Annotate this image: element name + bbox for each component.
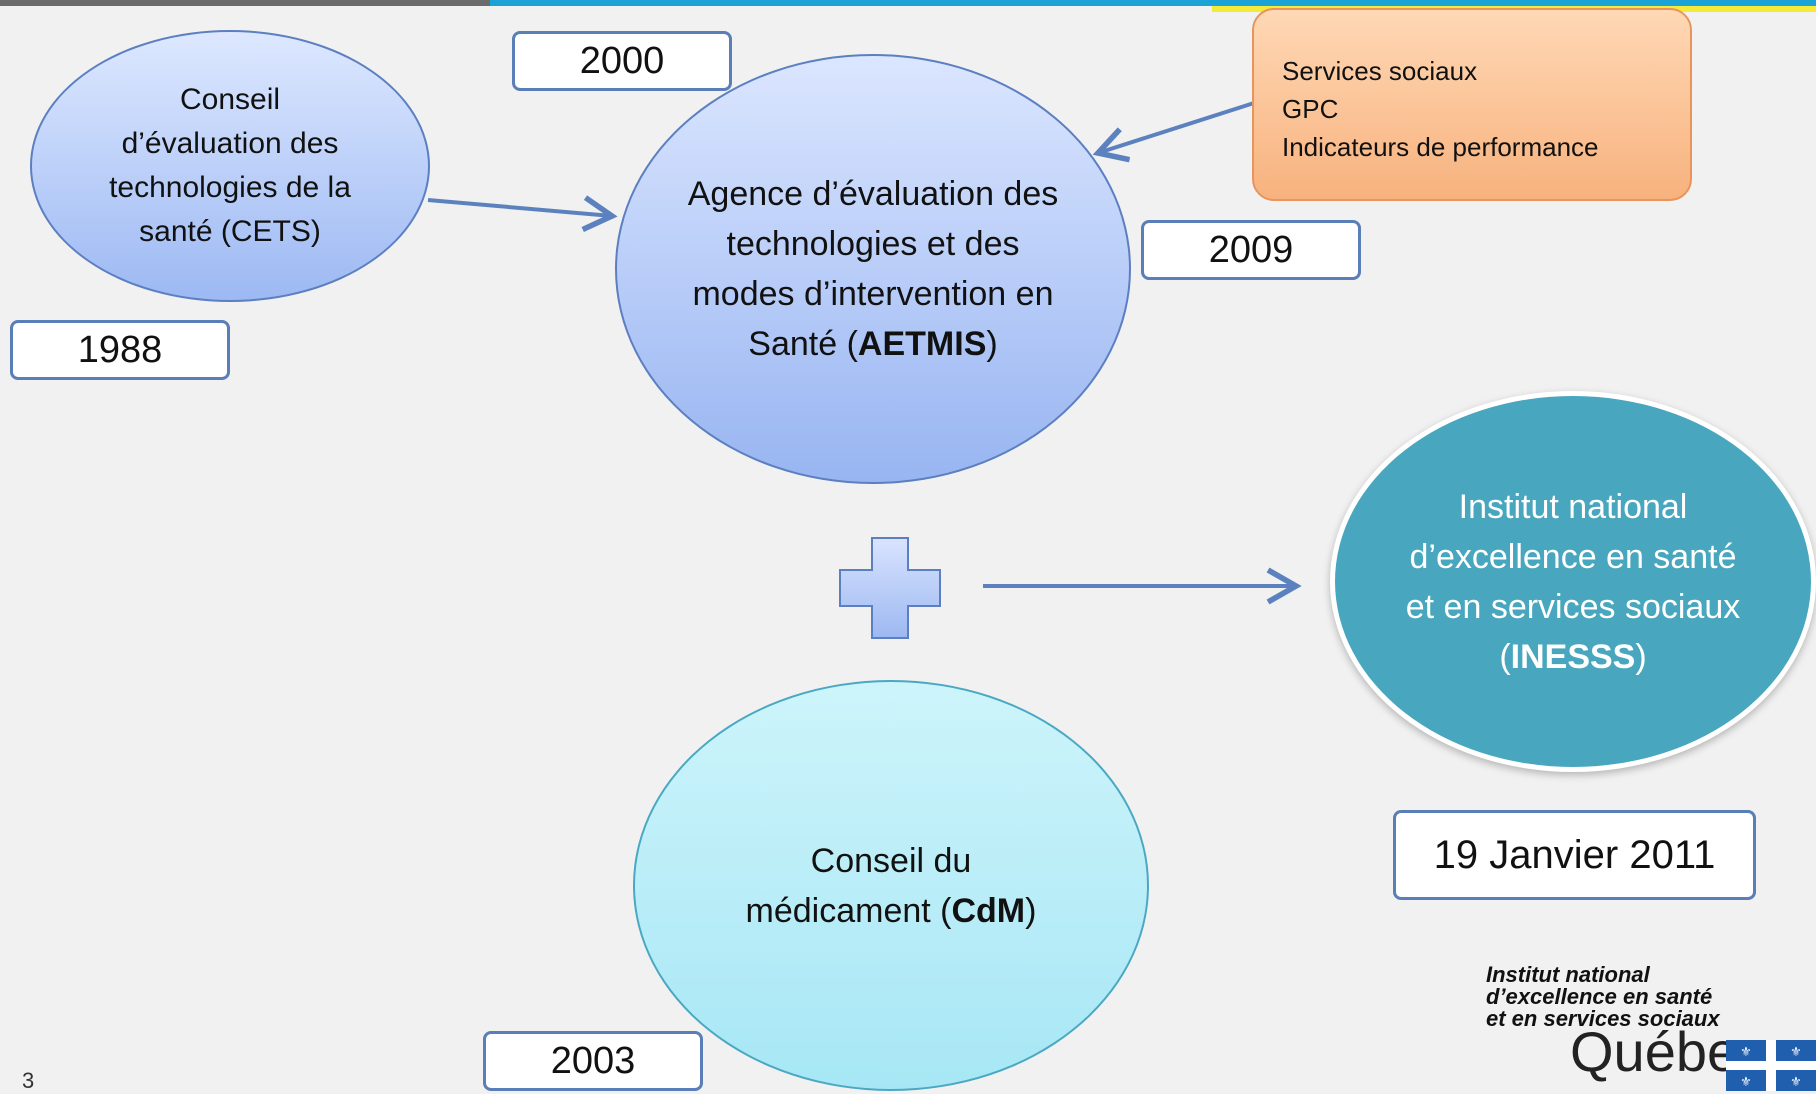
year-badge-1988: 1988 [10,320,230,380]
node-aetmis-label: Agence d’évaluation des technologies et … [687,175,1059,363]
plus-icon [839,537,941,639]
node-inesss: Institut national d’excellence en santé … [1330,391,1816,772]
node-cets-label: Conseil d’évaluation des technologies de… [109,83,351,248]
node-cdm-label: Conseil du médicament (CdM) [745,841,1037,930]
node-cdm: Conseil du médicament (CdM) [633,680,1149,1091]
additions-item: Indicateurs de performance [1282,132,1599,162]
additions-box: Services sociaux GPC Indicateurs de perf… [1252,8,1692,201]
arrow-cets-to-aetmis [427,195,618,233]
additions-item: Services sociaux [1282,56,1478,86]
inesss-quebec-logo: Institut national d’excellence en santé … [1482,960,1816,1091]
additions-item: GPC [1282,94,1339,124]
date-badge-inesss: 19 Janvier 2011 [1393,810,1756,900]
top-bar-grey [0,0,490,6]
node-inesss-label: Institut national d’excellence en santé … [1405,487,1741,676]
node-aetmis: Agence d’évaluation des technologies et … [615,54,1131,484]
svg-text:⚜: ⚜ [1790,1075,1802,1090]
year-badge-2009: 2009 [1141,220,1361,280]
node-cets: Conseil d’évaluation des technologies de… [30,30,430,302]
page-number: 3 [22,1068,35,1093]
arrow-services-to-aetmis [1092,101,1255,163]
top-bar-blue [490,0,1816,6]
svg-text:⚜: ⚜ [1740,1075,1752,1090]
svg-text:⚜: ⚜ [1790,1045,1802,1060]
logo-text: Institut national d’excellence en santé … [1486,962,1720,1031]
year-badge-2003: 2003 [483,1031,703,1091]
svg-text:⚜: ⚜ [1740,1045,1752,1060]
year-badge-2000: 2000 [512,31,732,91]
quebec-flag-icon: ⚜ ⚜ ⚜ ⚜ [1726,1040,1816,1091]
